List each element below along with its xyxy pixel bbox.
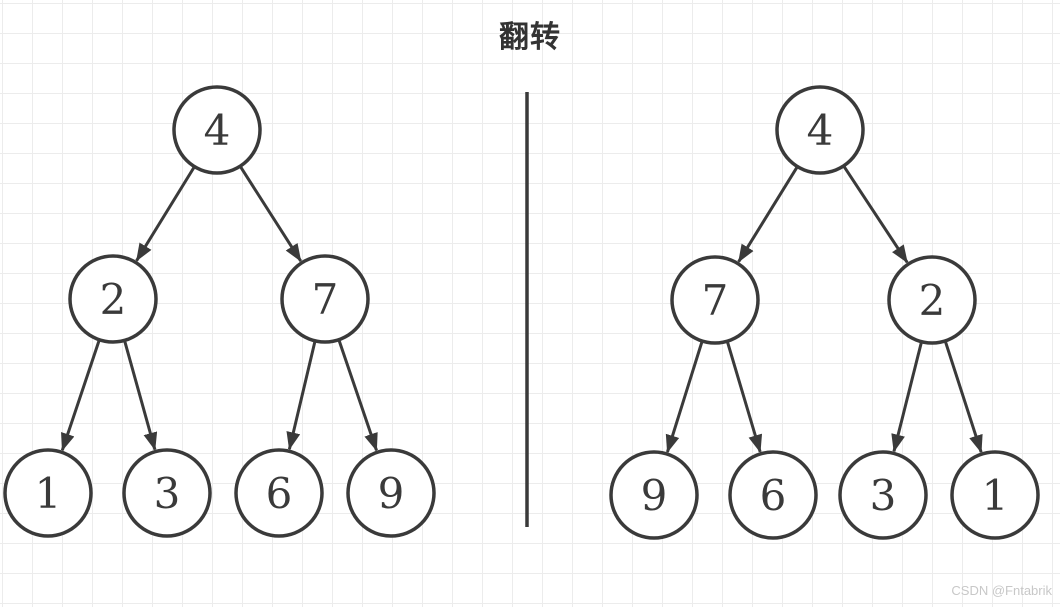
node-value: 1 bbox=[35, 469, 62, 518]
tree-edge-4-7 bbox=[238, 165, 303, 262]
node-circle bbox=[887, 255, 977, 345]
tree-edge-2-1 bbox=[943, 340, 983, 454]
node-circle bbox=[670, 255, 760, 345]
node-value: 4 bbox=[807, 106, 834, 155]
node-circle bbox=[122, 448, 212, 538]
tree-node-before-flip-2: 2 bbox=[68, 254, 158, 344]
tree-node-before-flip-9: 9 bbox=[346, 448, 436, 538]
diagram-title: 翻转 bbox=[499, 20, 561, 55]
node-circle bbox=[234, 448, 324, 538]
tree-after-flip: 4 7 2 9 6 3 1 bbox=[609, 85, 1040, 540]
node-circle bbox=[950, 450, 1040, 540]
node-circle bbox=[775, 85, 865, 175]
node-circle bbox=[68, 254, 158, 344]
tree-edge-7-6 bbox=[286, 340, 317, 451]
tree-node-before-flip-4: 4 bbox=[172, 85, 262, 175]
watermark: CSDN @Fntabrik bbox=[951, 583, 1052, 598]
tree-edge-4-7 bbox=[737, 165, 799, 263]
tree-node-before-flip-3: 3 bbox=[122, 448, 212, 538]
node-value: 3 bbox=[870, 471, 897, 520]
node-value: 3 bbox=[154, 469, 181, 518]
node-circle bbox=[609, 450, 699, 540]
node-circle bbox=[346, 448, 436, 538]
tree-node-after-flip-9: 9 bbox=[609, 450, 699, 540]
tree-node-before-flip-1: 1 bbox=[3, 448, 93, 538]
node-value: 6 bbox=[266, 469, 293, 518]
tree-node-after-flip-6: 6 bbox=[728, 450, 818, 540]
node-value: 2 bbox=[100, 275, 127, 324]
tree-edge-2-3 bbox=[891, 341, 923, 453]
node-circle bbox=[728, 450, 818, 540]
tree-node-before-flip-7: 7 bbox=[280, 254, 370, 344]
node-circle bbox=[280, 254, 370, 344]
node-circle bbox=[172, 85, 262, 175]
tree-node-after-flip-7: 7 bbox=[670, 255, 760, 345]
tree-edge-2-3 bbox=[123, 340, 158, 451]
tree-edge-7-9 bbox=[665, 340, 704, 454]
tree-node-before-flip-6: 6 bbox=[234, 448, 324, 538]
tree-node-after-flip-3: 3 bbox=[838, 450, 928, 540]
tree-node-after-flip-2: 2 bbox=[887, 255, 977, 345]
node-value: 7 bbox=[702, 276, 729, 325]
tree-edge-7-6 bbox=[725, 340, 763, 453]
tree-node-after-flip-4: 4 bbox=[775, 85, 865, 175]
node-value: 9 bbox=[641, 471, 668, 520]
node-value: 4 bbox=[204, 106, 231, 155]
tree-edge-2-1 bbox=[60, 339, 101, 452]
node-value: 9 bbox=[378, 469, 405, 518]
node-value: 1 bbox=[982, 471, 1009, 520]
tree-edge-4-2 bbox=[135, 165, 196, 262]
node-value: 7 bbox=[312, 275, 339, 324]
node-value: 6 bbox=[760, 471, 787, 520]
tree-edge-4-2 bbox=[842, 165, 909, 264]
tree-node-after-flip-1: 1 bbox=[950, 450, 1040, 540]
tree-edge-7-9 bbox=[337, 339, 378, 452]
tree-before-flip: 4 2 7 1 3 6 9 bbox=[3, 85, 436, 538]
node-circle bbox=[838, 450, 928, 540]
node-circle bbox=[3, 448, 93, 538]
node-value: 2 bbox=[919, 276, 946, 325]
